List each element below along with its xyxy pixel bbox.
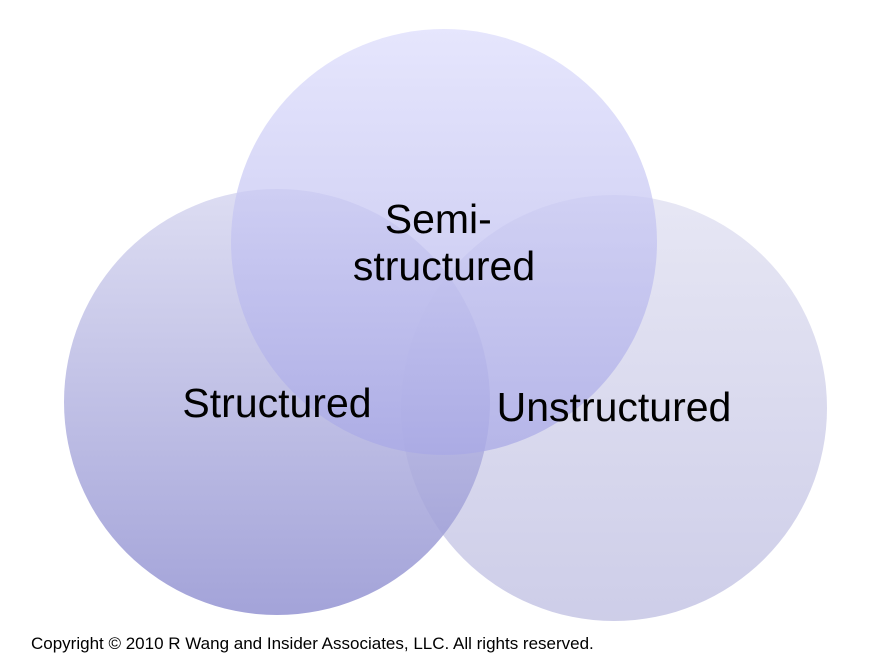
unstructured-label: Unstructured xyxy=(497,384,732,430)
semi-structured-label: Semi- structured xyxy=(353,196,535,289)
structured-label: Structured xyxy=(182,380,371,426)
copyright-notice: Copyright © 2010 R Wang and Insider Asso… xyxy=(31,634,594,653)
semi-structured-circle xyxy=(231,29,657,455)
